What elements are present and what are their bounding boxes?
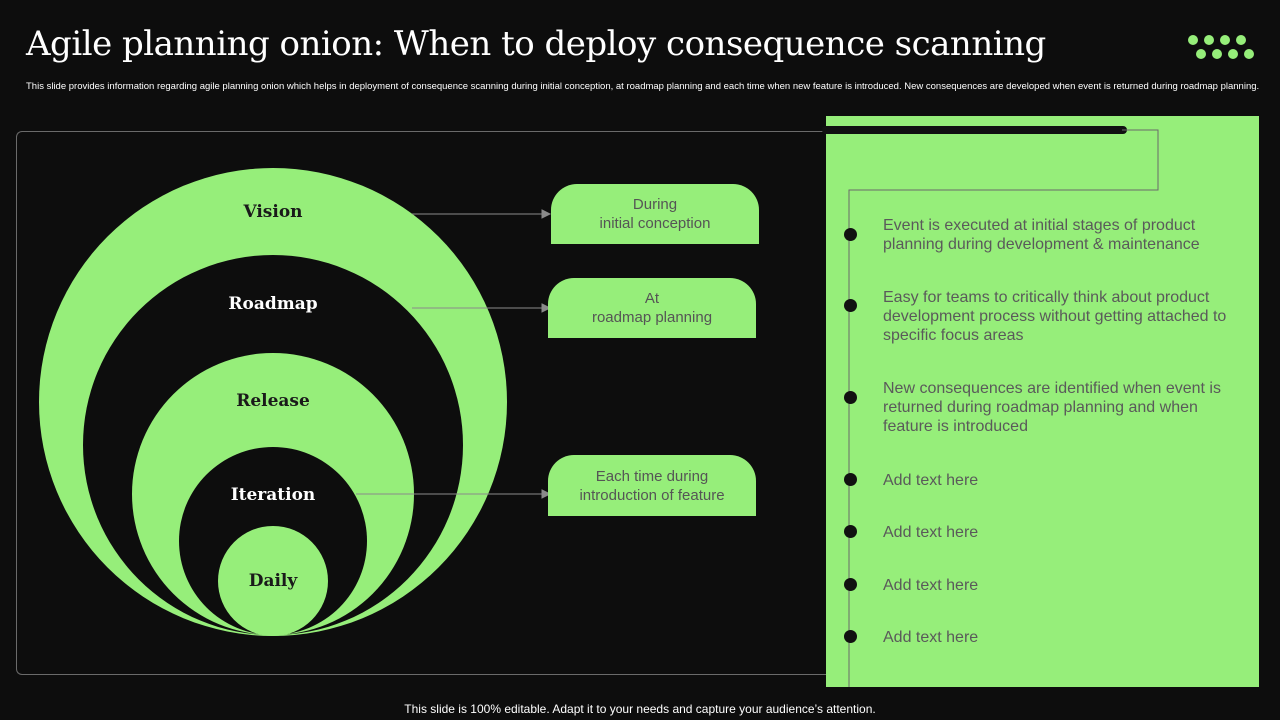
panel-item: Easy for teams to critically think about… bbox=[883, 289, 1227, 344]
bullet-dot bbox=[844, 525, 857, 538]
stage-box-roadmap-planning: At roadmap planning bbox=[548, 278, 756, 338]
stage-line: introduction of feature bbox=[579, 486, 725, 504]
bullet-dot bbox=[844, 473, 857, 486]
layer-label-daily: Daily bbox=[248, 571, 298, 591]
onion-layer-daily bbox=[218, 526, 328, 636]
panel-item: Add text here bbox=[883, 524, 979, 541]
panel-top-bar bbox=[822, 126, 1127, 134]
bullet-dot bbox=[844, 578, 857, 591]
stage-line: Each time during bbox=[595, 467, 709, 485]
stage-line: At bbox=[644, 290, 660, 307]
slide-title: Agile planning onion: When to deploy con… bbox=[26, 24, 1046, 64]
slide-subtitle: This slide provides information regardin… bbox=[26, 81, 1260, 92]
panel-item: New consequences are identified when eve… bbox=[883, 380, 1221, 435]
panel-item: Event is executed at initial stages of p… bbox=[883, 217, 1200, 253]
details-panel bbox=[826, 116, 1259, 687]
bullet-dot bbox=[844, 299, 857, 312]
bullet-dot bbox=[844, 228, 857, 241]
panel-item: Add text here bbox=[883, 629, 979, 646]
layer-label-roadmap: Roadmap bbox=[228, 294, 318, 314]
diagram-frame bbox=[16, 131, 837, 675]
panel-connector-overlay bbox=[848, 129, 1159, 687]
stage-line: roadmap planning bbox=[591, 309, 713, 326]
layer-label-vision: Vision bbox=[243, 202, 303, 222]
stage-box-initial-conception: During initial conception bbox=[551, 184, 759, 244]
panel-item: Add text here bbox=[883, 577, 979, 594]
layer-label-iteration: Iteration bbox=[230, 485, 316, 505]
bullet-dot bbox=[844, 391, 857, 404]
decorative-dots-icon bbox=[1188, 33, 1268, 61]
footer-note: This slide is 100% editable. Adapt it to… bbox=[404, 702, 876, 716]
stage-line: During bbox=[632, 196, 678, 213]
bullet-dot bbox=[844, 630, 857, 643]
stage-line: initial conception bbox=[599, 215, 711, 232]
panel-item: Add text here bbox=[883, 472, 979, 489]
layer-label-release: Release bbox=[236, 391, 310, 411]
